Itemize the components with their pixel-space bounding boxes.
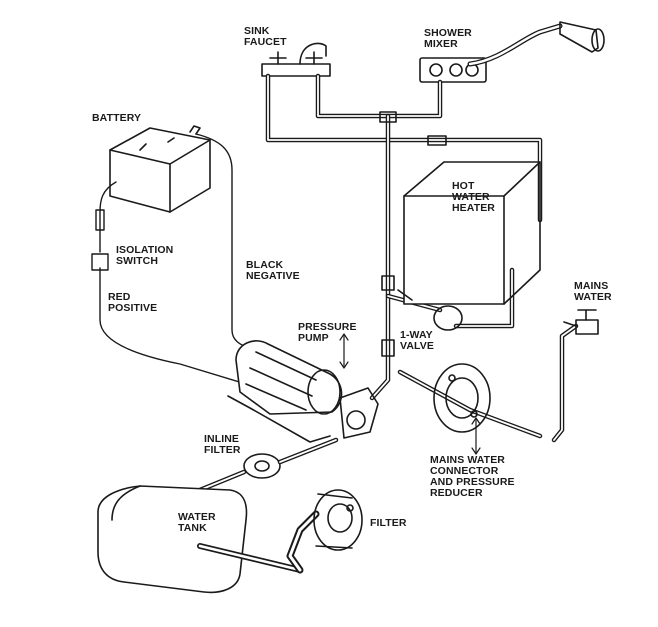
shower-mixer-label-line: MIXER: [424, 38, 458, 50]
isolation-switch-label: ISOLATION SWITCH: [116, 245, 173, 267]
water-tank-label-line: TANK: [178, 522, 207, 534]
one-way-valve-label-line: 1-WAY: [400, 329, 433, 341]
valve-drawing: [397, 289, 463, 331]
mains-water-connector-label-line: MAINS WATER: [430, 454, 505, 466]
sink-faucet-label-line: SINK: [244, 25, 270, 37]
wiring: [91, 133, 253, 385]
one-way-valve-label: 1-WAY VALVE: [400, 330, 434, 352]
mains-water-label-line: WATER: [574, 291, 612, 303]
isolation-switch-label-line: ISOLATION: [116, 244, 174, 256]
red-positive-label: RED POSITIVE: [108, 292, 157, 314]
inline-filter-label-line: FILTER: [204, 444, 241, 456]
black-negative-label: BLACK NEGATIVE: [246, 260, 300, 282]
filter-drawing: [286, 489, 363, 574]
shower-mixer-label: SHOWER MIXER: [424, 28, 472, 50]
mains-water-connector-label-line: CONNECTOR: [430, 465, 499, 477]
isolation-switch-label-line: SWITCH: [116, 255, 159, 267]
battery-label: BATTERY: [92, 113, 141, 124]
hot-water-heater-label-line: HEATER: [452, 202, 495, 214]
hot-water-heater-label-line: WATER: [452, 191, 490, 203]
water-tank-label-line: WATER: [178, 511, 216, 523]
sink-faucet-label-line: FAUCET: [244, 36, 287, 48]
inline-filter-label: INLINE FILTER: [204, 434, 241, 456]
battery-label-line: BATTERY: [92, 112, 142, 124]
shower-mixer-label-line: SHOWER: [424, 27, 472, 39]
pressure-pump-label: PRESSURE PUMP: [298, 322, 357, 344]
mains-water-label-line: MAINS: [574, 280, 609, 292]
mains-connector-drawing: [433, 363, 491, 433]
red-positive-label-line: RED: [108, 291, 131, 303]
battery-drawing: [109, 125, 211, 213]
hot-water-heater-label-line: HOT: [452, 180, 475, 192]
pipework: [265, 73, 579, 443]
hot-water-heater-drawing: [403, 161, 541, 305]
filter-label: FILTER: [370, 518, 407, 529]
pointer-arrows: [339, 333, 481, 455]
filter-label-line: FILTER: [370, 517, 407, 529]
water-tank-label: WATER TANK: [178, 512, 216, 534]
mains-tap-drawing: [563, 309, 599, 335]
hot-water-heater-label: HOT WATER HEATER: [452, 181, 495, 214]
mains-water-label: MAINS WATER: [574, 281, 612, 303]
pressure-pump-label-line: PUMP: [298, 332, 329, 344]
mains-water-connector-label: MAINS WATER CONNECTOR AND PRESSURE REDUC…: [430, 455, 515, 499]
pressure-pump-drawing: [227, 340, 379, 443]
black-negative-label-line: BLACK: [246, 259, 284, 271]
shower-mixer-drawing: [419, 21, 605, 83]
mains-water-connector-label-line: AND PRESSURE: [430, 476, 515, 488]
mains-water-connector-label-line: REDUCER: [430, 487, 483, 499]
sink-faucet-drawing: [261, 42, 331, 77]
water-tank-drawing: [97, 485, 303, 594]
sink-faucet-label: SINK FAUCET: [244, 26, 287, 48]
red-positive-label-line: POSITIVE: [108, 302, 158, 314]
black-negative-label-line: NEGATIVE: [246, 270, 300, 282]
pressure-pump-label-line: PRESSURE: [298, 321, 357, 333]
one-way-valve-label-line: VALVE: [400, 340, 434, 352]
inline-filter-drawing: [197, 437, 339, 493]
inline-filter-label-line: INLINE: [204, 433, 240, 445]
